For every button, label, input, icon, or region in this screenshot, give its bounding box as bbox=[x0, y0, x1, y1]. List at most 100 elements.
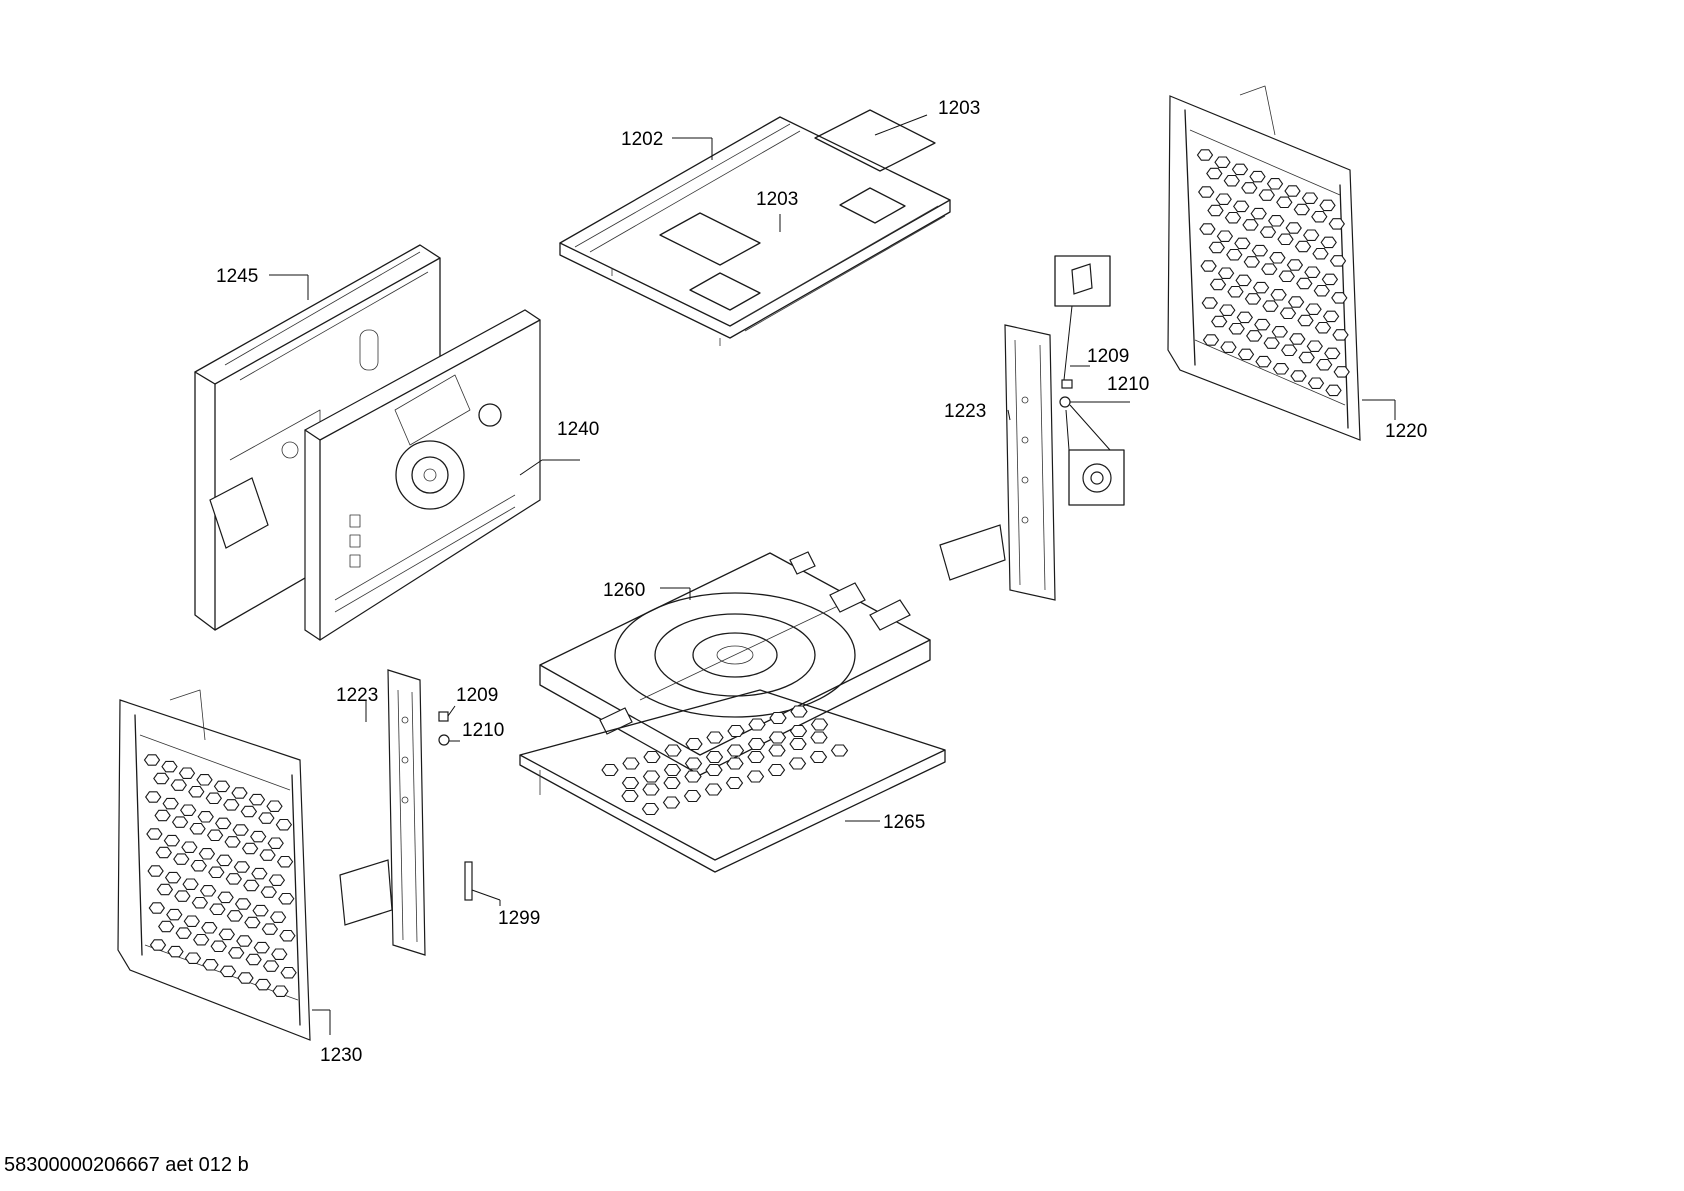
hex-hole bbox=[1236, 311, 1253, 324]
hex-hole bbox=[1243, 256, 1260, 268]
hex-hole bbox=[237, 972, 254, 984]
hex-hole bbox=[1284, 185, 1301, 197]
hex-hole bbox=[252, 904, 269, 917]
part-1223-left-rail bbox=[339, 669, 426, 956]
hex-hole bbox=[1231, 163, 1249, 176]
label-1210-left: 1210 bbox=[462, 720, 504, 741]
hex-hole bbox=[1278, 270, 1295, 283]
callout-labels: 1202 1203 1203 1245 1240 1223 1209 1210 … bbox=[216, 98, 1427, 1066]
hex-hole bbox=[1311, 210, 1328, 223]
hex-hole bbox=[1271, 326, 1288, 338]
hex-hole bbox=[747, 750, 765, 764]
hex-hole bbox=[684, 770, 702, 783]
hex-hole bbox=[1276, 196, 1293, 209]
hex-hole bbox=[1305, 303, 1322, 315]
hex-hole bbox=[173, 853, 190, 865]
hex-hole bbox=[790, 705, 808, 718]
hex-hole bbox=[768, 731, 787, 744]
hex-hole bbox=[147, 865, 164, 877]
hex-hole bbox=[1200, 260, 1217, 272]
hex-hole bbox=[1277, 233, 1294, 246]
hex-hole bbox=[705, 763, 723, 777]
hex-hole bbox=[1227, 285, 1244, 298]
hex-hole bbox=[1235, 274, 1252, 287]
hex-hole bbox=[162, 797, 179, 810]
hex-hole bbox=[219, 965, 237, 978]
hex-hole bbox=[163, 834, 181, 847]
hex-hole bbox=[1242, 219, 1259, 231]
hex-hole bbox=[266, 800, 283, 812]
hex-hole bbox=[189, 822, 206, 835]
label-1240: 1240 bbox=[557, 419, 599, 440]
hex-hole bbox=[1324, 347, 1341, 360]
hex-hole bbox=[161, 760, 178, 773]
label-1299: 1299 bbox=[498, 908, 540, 929]
hex-hole bbox=[1223, 174, 1240, 187]
hex-hole bbox=[1241, 182, 1258, 194]
hex-hole bbox=[642, 770, 661, 783]
hex-hole bbox=[178, 767, 196, 779]
hex-hole bbox=[684, 757, 703, 770]
hex-hole bbox=[683, 789, 702, 803]
hex-hole bbox=[1319, 199, 1336, 212]
hex-hole bbox=[148, 902, 165, 914]
hex-hole bbox=[788, 757, 807, 770]
hex-hole bbox=[236, 935, 253, 947]
hex-hole bbox=[184, 952, 202, 964]
hex-hole bbox=[226, 910, 244, 922]
hex-hole bbox=[223, 799, 240, 811]
label-1220: 1220 bbox=[1385, 421, 1427, 442]
part-1260-floor-heater bbox=[539, 551, 931, 776]
hex-hole bbox=[218, 928, 235, 941]
hex-hole bbox=[1301, 192, 1319, 204]
part-1209-right-clip bbox=[1061, 379, 1073, 389]
hex-hole bbox=[622, 757, 640, 770]
hex-hole bbox=[1329, 255, 1347, 267]
hex-hole bbox=[1321, 273, 1339, 286]
hex-hole bbox=[241, 842, 259, 855]
hex-hole bbox=[1268, 215, 1285, 227]
label-1230: 1230 bbox=[320, 1045, 362, 1066]
hex-hole bbox=[231, 787, 248, 799]
hex-hole bbox=[1262, 300, 1279, 312]
hex-hole bbox=[726, 744, 745, 757]
hex-hole bbox=[1313, 284, 1330, 297]
hex-hole bbox=[234, 898, 252, 910]
hex-hole bbox=[145, 791, 162, 803]
hex-hole bbox=[1281, 344, 1298, 357]
hex-hole bbox=[1249, 170, 1266, 183]
hex-hole bbox=[1304, 266, 1321, 278]
hex-hole bbox=[1226, 248, 1243, 261]
hex-hole bbox=[1215, 193, 1232, 205]
hex-hole bbox=[280, 966, 297, 979]
hex-hole bbox=[1259, 226, 1277, 238]
hex-hole bbox=[202, 959, 219, 971]
hex-hole bbox=[260, 886, 277, 898]
hex-hole bbox=[154, 809, 171, 822]
hex-hole bbox=[1244, 293, 1262, 305]
hex-hole bbox=[1286, 259, 1304, 271]
hex-hole bbox=[217, 891, 234, 904]
hex-hole bbox=[726, 757, 744, 770]
label-1245: 1245 bbox=[216, 266, 258, 287]
hex-hole bbox=[1272, 363, 1290, 375]
hex-hole bbox=[261, 923, 279, 935]
part-1210-right-nut bbox=[1059, 396, 1071, 408]
hex-hole bbox=[213, 780, 231, 793]
hex-hole bbox=[164, 871, 182, 884]
hex-hole bbox=[601, 763, 619, 777]
hex-hole bbox=[268, 874, 286, 886]
hex-hole bbox=[705, 750, 724, 764]
hex-hole bbox=[174, 890, 191, 902]
hex-hole bbox=[267, 837, 284, 849]
hex-hole bbox=[1252, 281, 1270, 294]
hex-hole bbox=[1297, 314, 1314, 327]
hex-hole bbox=[1254, 318, 1271, 331]
hex-hole bbox=[244, 916, 261, 929]
label-1202: 1202 bbox=[621, 129, 663, 150]
hex-hole bbox=[275, 818, 293, 831]
hex-hole bbox=[269, 911, 287, 923]
hex-hole bbox=[233, 861, 251, 873]
hex-hole bbox=[1287, 296, 1305, 308]
hex-hole bbox=[1333, 366, 1350, 378]
